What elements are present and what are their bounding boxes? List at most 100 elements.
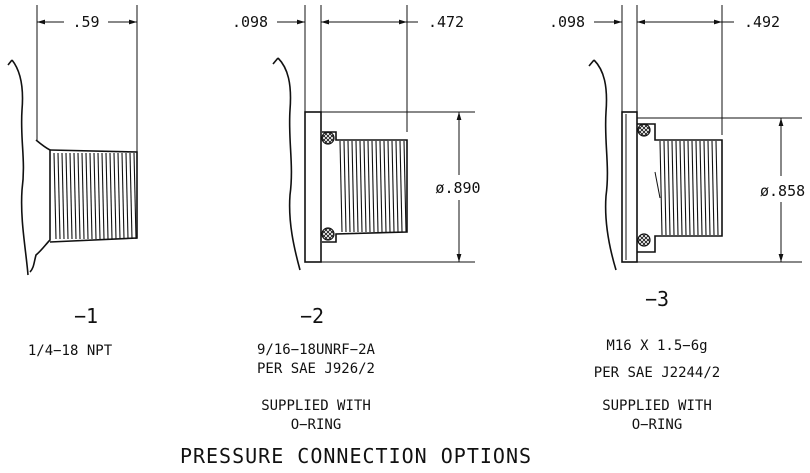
dash-number: −1 [74, 304, 98, 328]
thread-line [359, 140, 363, 233]
o-ring-bottom [321, 227, 335, 241]
thread-line [711, 140, 715, 236]
thread-line [383, 140, 387, 233]
thread-lines [53, 152, 137, 240]
thread-line [105, 152, 109, 240]
thread-line [101, 152, 105, 240]
thread-line [61, 152, 65, 240]
thread-line [57, 152, 61, 240]
body-break-line [277, 57, 301, 271]
thread-line [125, 152, 129, 240]
thread-line [395, 140, 399, 233]
o-ring-bottom [637, 233, 651, 247]
thread-line [699, 140, 703, 236]
thread-line [703, 140, 707, 236]
thread-line [113, 152, 117, 240]
body-break-line [593, 59, 617, 271]
dash-number: −2 [300, 304, 324, 328]
flange-dimension: .098 [232, 13, 268, 31]
length-dimension: .472 [428, 13, 464, 31]
thread-line [387, 140, 391, 233]
thread-line [343, 140, 347, 233]
thread-line [129, 152, 133, 240]
length-dimension: .492 [744, 13, 780, 31]
thread-line [85, 152, 89, 240]
option-2-label: −2 9/16−18UNRF−2A PER SAE J926/2 SUPPLIE… [257, 304, 376, 433]
supply-note: SUPPLIED WITH [602, 398, 712, 414]
fitting-flange [621, 111, 638, 263]
thread-runout [654, 171, 661, 199]
thread-outline [322, 131, 408, 243]
option-1-label: −1 1/4−18 NPT [28, 304, 113, 359]
thread-line [97, 152, 101, 240]
thread-line [65, 152, 69, 240]
thread-line [663, 140, 667, 236]
flange-dimension: .098 [549, 13, 585, 31]
thread-line [89, 152, 93, 240]
thread-line [671, 140, 675, 236]
thread-line [695, 140, 699, 236]
thread-line [363, 140, 367, 233]
thread-line [81, 152, 85, 240]
thread-line [371, 140, 375, 233]
thread-lines [339, 140, 407, 233]
thread-lines [659, 140, 719, 236]
supply-note: O−RING [291, 417, 342, 433]
thread-line [77, 152, 81, 240]
thread-line [53, 152, 57, 240]
body-break-line [272, 57, 279, 65]
thread-spec: 1/4−18 NPT [28, 343, 113, 359]
option-2-view: .098 .472 ø.890 [232, 5, 481, 271]
thread-line [133, 152, 137, 240]
supply-note: O−RING [632, 417, 683, 433]
thread-outline [637, 123, 723, 253]
thread-line [391, 140, 395, 233]
dash-number: −3 [645, 287, 669, 311]
thread-line [355, 140, 359, 233]
thread-line [715, 140, 719, 236]
thread-outline [49, 149, 138, 243]
thread-line [679, 140, 683, 236]
thread-line [117, 152, 121, 240]
option-3-label: −3 M16 X 1.5−6g PER SAE J2244/2 SUPPLIED… [594, 287, 720, 433]
thread-line [69, 152, 73, 240]
supply-note: SUPPLIED WITH [261, 398, 371, 414]
thread-spec: M16 X 1.5−6g [606, 338, 707, 354]
standard-reference: PER SAE J926/2 [257, 361, 375, 377]
body-break-line [11, 59, 29, 276]
thread-line [379, 140, 383, 233]
diameter-dimension: ø.890 [435, 179, 480, 197]
o-ring-top [321, 131, 335, 145]
thread-line [73, 152, 77, 240]
thread-line [403, 140, 407, 233]
body-break-line [7, 59, 13, 66]
thread-line [121, 152, 125, 240]
body-break-line [588, 59, 595, 67]
thread-line [93, 152, 97, 240]
option-3-view: .098 .492 ø.858 [549, 5, 805, 271]
thread-line [667, 140, 671, 236]
thread-line [659, 140, 663, 236]
thread-line [351, 140, 355, 233]
thread-line [347, 140, 351, 233]
thread-line [109, 152, 113, 240]
length-dimension: .59 [72, 13, 99, 31]
diameter-dimension: ø.858 [760, 182, 805, 200]
thread-line [399, 140, 403, 233]
fitting-flange [304, 111, 322, 263]
thread-line [687, 140, 691, 236]
thread-line [683, 140, 687, 236]
option-1-view: .59 [7, 5, 138, 276]
thread-line [691, 140, 695, 236]
standard-reference: PER SAE J2244/2 [594, 365, 720, 381]
thread-line [375, 140, 379, 233]
thread-spec: 9/16−18UNRF−2A [257, 342, 376, 358]
thread-line [675, 140, 679, 236]
drawing-title: PRESSURE CONNECTION OPTIONS [180, 444, 532, 468]
o-ring-top [637, 123, 651, 137]
thread-line [707, 140, 711, 236]
thread-line [339, 140, 343, 233]
fitting-shoulder [29, 139, 51, 273]
thread-line [367, 140, 371, 233]
